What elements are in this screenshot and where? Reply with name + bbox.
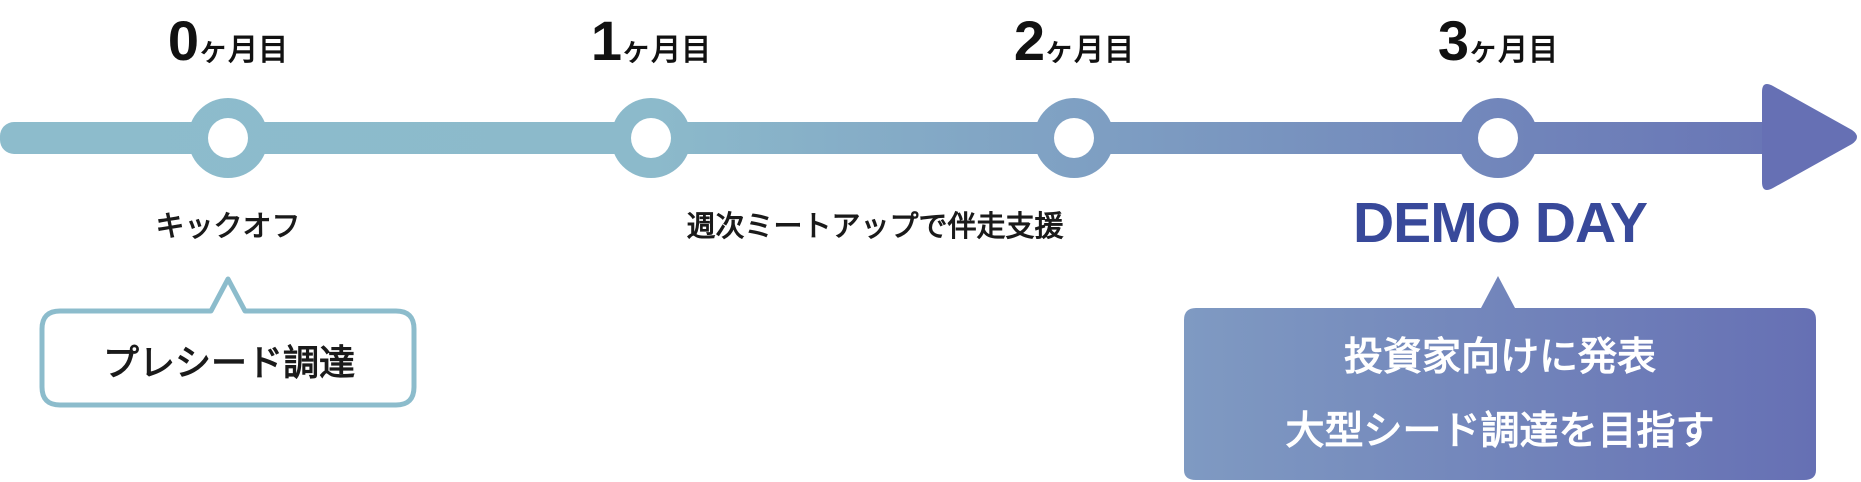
milestone-unit: ヶ月目 [1468,33,1559,68]
milestone-node-2-center [1054,118,1094,158]
demo-day-title: DEMO DAY [1353,191,1648,255]
pre-seed-text: プレシード調達 [102,343,355,384]
demo-callout-line-1: 投資家向けに発表 [1343,335,1656,380]
pre-seed-callout [39,276,417,408]
milestone-label-2: 2ヶ月目 [944,8,1204,73]
demo-day-callout [1184,276,1816,480]
demo-callout-line-2: 大型シード調達を目指す [1285,409,1715,454]
demo-day-callout-text: 投資家向けに発表 大型シード調達を目指す [1184,310,1816,480]
milestone-node-0-center [208,118,248,158]
milestone-number: 2 [1013,9,1045,72]
milestone-number: 3 [1437,9,1469,72]
milestone-node-1-center [631,118,671,158]
milestone-label-3: 3ヶ月目 [1368,8,1628,73]
stage-weekly-label: 週次ミートアップで伴走支援 [686,209,1064,243]
milestone-node-3-center [1478,118,1518,158]
milestone-number: 0 [167,9,199,72]
milestone-unit: ヶ月目 [621,33,712,68]
milestone-unit: ヶ月目 [198,33,289,68]
milestone-number: 1 [590,9,622,72]
stage-kickoff-label: キックオフ [155,209,301,243]
timeline-arrowhead [1762,84,1857,190]
timeline-bar [0,122,1780,154]
milestone-unit: ヶ月目 [1044,33,1135,68]
milestone-label-1: 1ヶ月目 [521,8,781,73]
milestone-label-0: 0ヶ月目 [98,8,358,73]
